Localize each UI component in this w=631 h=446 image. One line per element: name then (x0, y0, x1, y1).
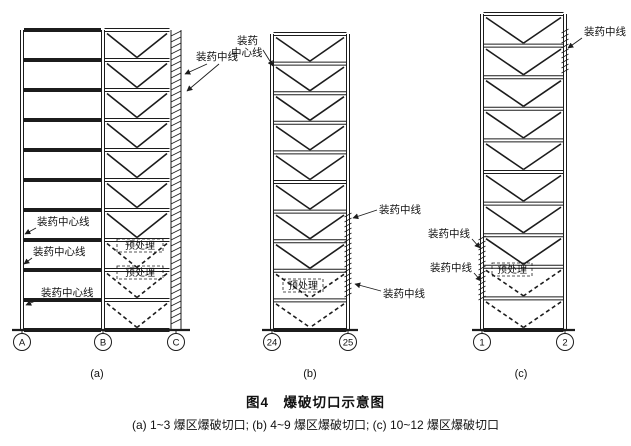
label-charge-midline: 装药中线 (430, 261, 472, 274)
axis-label: 1 (479, 338, 484, 349)
leader-arrow (262, 49, 274, 67)
label-charge-centerline: 装药中心线 (33, 245, 86, 258)
leader-arrow (354, 282, 382, 292)
frame-c-annotations: 装药中线 装药中线 装药中线 预处理 1 2 (c) (428, 25, 626, 380)
frame-a-structure (12, 28, 190, 332)
axis-label: C (173, 338, 180, 349)
label-pretreatment: 预处理 (125, 240, 155, 252)
axis-bubble-24 (263, 333, 281, 351)
pretreat-box (116, 238, 164, 253)
label-charge-centerline: 装药中心线 (37, 215, 90, 228)
label-charge-midline: 装药中线 (379, 203, 421, 216)
label-charge-centerline: 中心线 (231, 46, 263, 59)
label-charge-midline: 装药中线 (196, 50, 238, 63)
axis-bubble-2 (556, 333, 574, 351)
sub-label-a: (a) (90, 368, 103, 380)
frame-a-annotations: 装药中线 装药中心线 装药中心线 装药中心线 预处理 预处理 A B C (a) (13, 50, 238, 380)
leader-arrow (567, 37, 583, 49)
axis-bubble-B (94, 333, 112, 351)
label-charge-midline: 装药中线 (383, 287, 425, 300)
axis-label: 25 (343, 338, 354, 349)
label-charge-centerline: 装药 (237, 34, 258, 47)
diagram-canvas: 装药中线 装药中心线 装药中心线 装药中心线 预处理 预处理 A B C (a) (12, 12, 626, 380)
leader-arrow (352, 209, 378, 220)
caption-title: 图4 爆破切口示意图 (245, 395, 385, 410)
label-pretreatment: 预处理 (288, 280, 318, 292)
axis-label: A (19, 338, 26, 349)
pretreat-box (116, 265, 164, 280)
pretreat-box (282, 278, 324, 293)
frame-c-structure (472, 12, 575, 332)
label-charge-centerline: 装药中心线 (41, 286, 94, 299)
axis-bubble-1 (473, 333, 491, 351)
axis-label: 24 (267, 338, 278, 349)
leader-arrow (471, 238, 481, 249)
leader-arrow (25, 298, 41, 306)
pretreat-box (491, 262, 533, 277)
frame-b-structure (262, 32, 358, 332)
axis-bubble-25 (339, 333, 357, 351)
axis-bubble-C (167, 333, 185, 351)
axis-label: 2 (562, 338, 567, 349)
label-charge-midline: 装药中线 (584, 25, 626, 38)
sub-label-c: (c) (515, 368, 528, 380)
figure-caption: 图4 爆破切口示意图 (a) 1~3 爆区爆破切口; (b) 4~9 爆区爆破切… (0, 391, 631, 433)
leader-arrow (186, 63, 220, 92)
caption-subtitle: (a) 1~3 爆区爆破切口; (b) 4~9 爆区爆破切口; (c) 10~1… (131, 418, 500, 432)
leader-arrow (184, 63, 208, 75)
label-pretreatment: 预处理 (125, 267, 155, 279)
label-pretreatment: 预处理 (497, 264, 527, 276)
label-charge-midline: 装药中线 (428, 227, 470, 240)
leader-arrow (473, 272, 482, 282)
leader-arrow (24, 227, 37, 235)
axis-bubble-A (13, 333, 31, 351)
leader-arrow (23, 257, 33, 265)
sub-label-b: (b) (303, 368, 316, 380)
axis-label: B (100, 338, 106, 349)
frame-b-annotations: 装药 中心线 装药中线 装药中线 预处理 24 25 (b) (231, 34, 425, 380)
